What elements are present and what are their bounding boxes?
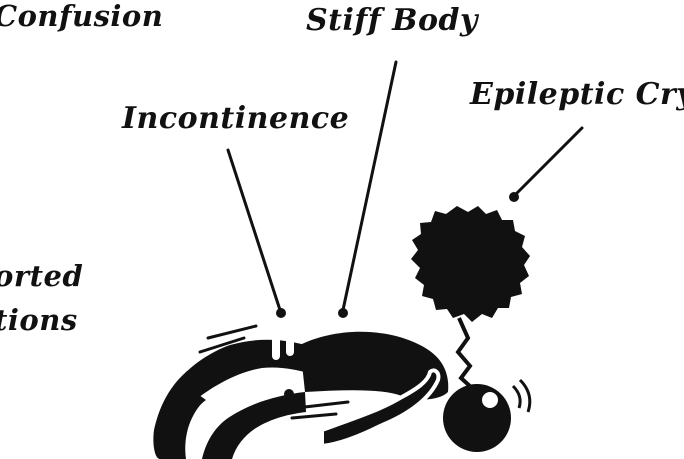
dot-stiff-body — [338, 308, 348, 318]
label-epileptic-cry: Epileptic Cry — [470, 80, 684, 110]
drip-icon — [272, 338, 280, 360]
leg-second — [202, 392, 306, 459]
label-incontinence: Incontinence — [122, 104, 349, 134]
leader-line-stiff-body — [343, 62, 396, 310]
leader-line-epileptic-cry — [516, 128, 582, 194]
head-highlight — [482, 392, 498, 408]
leg-upper — [178, 340, 305, 398]
leader-line-incontinence — [228, 150, 280, 310]
label-stiff-body: Stiff Body — [306, 6, 478, 36]
label-distorted-line-1: orted — [0, 262, 83, 291]
scream-burst-icon — [411, 206, 530, 322]
dot-incontinence — [276, 308, 286, 318]
dot-epileptic-cry — [509, 192, 519, 202]
label-confusion: Confusion — [0, 2, 163, 31]
head-icon — [443, 384, 511, 452]
label-distorted-line-2: tions — [0, 306, 78, 335]
shake-marks-icon — [513, 386, 520, 408]
scream-tail — [458, 318, 472, 388]
figure-icon — [153, 332, 529, 459]
